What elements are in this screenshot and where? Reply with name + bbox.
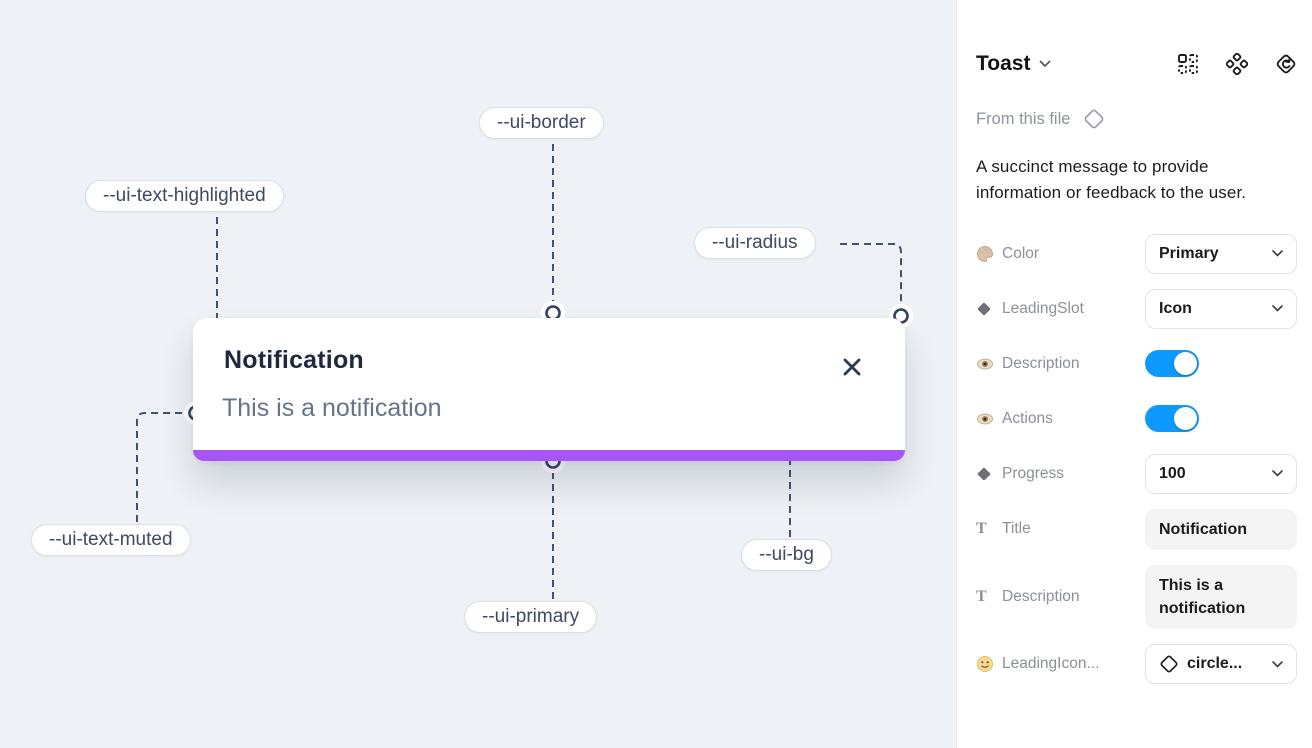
close-icon[interactable] (840, 355, 864, 379)
prop-row-description-text: T Description This is a notification (976, 564, 1297, 630)
prop-label: Title (1002, 520, 1031, 538)
prop-row-color: Color Primary (976, 233, 1297, 274)
property-list: Color Primary LeadingSlot Icon (976, 233, 1297, 685)
color-select-value: Primary (1159, 244, 1219, 262)
chevron-down-icon (1272, 470, 1283, 477)
toggle-knob (1174, 407, 1197, 431)
panel-header: Toast (976, 52, 1297, 76)
wire-ui-radius (840, 243, 902, 305)
toast-progress-bar (193, 450, 905, 461)
leading-icon-select[interactable]: circle... (1145, 644, 1297, 685)
text-icon: T (976, 520, 987, 538)
prop-row-leading-slot: LeadingSlot Icon (976, 288, 1297, 329)
progress-select[interactable]: 100 (1145, 453, 1297, 494)
prop-label: Color (1002, 244, 1040, 262)
prop-row-actions-toggle: Actions (976, 399, 1297, 439)
palette-icon (976, 245, 1002, 263)
diamond-outline-icon (1159, 654, 1179, 674)
component-name: Toast (976, 52, 1031, 75)
prop-row-progress: Progress 100 (976, 453, 1297, 494)
prop-row-leading-icon: LeadingIcon... circle... (976, 644, 1297, 685)
toggle-knob (1174, 352, 1197, 376)
header-actions (1177, 53, 1297, 75)
leading-slot-select[interactable]: Icon (1145, 288, 1297, 329)
prop-label: Description (1002, 354, 1080, 372)
chevron-down-icon (1272, 660, 1283, 668)
smiley-icon (976, 655, 1002, 673)
toast-component[interactable]: Notification This is a notification (193, 318, 905, 461)
annotation-label-ui-border: --ui-border (479, 107, 604, 139)
diamond-icon (976, 466, 1002, 482)
diamond-icon (976, 301, 1002, 317)
description-toggle[interactable] (1145, 350, 1199, 378)
eye-icon (976, 355, 1002, 373)
component-description: A succinct message to provide informatio… (976, 157, 1247, 203)
annotation-label-ui-text-muted: --ui-text-muted (31, 524, 191, 556)
color-select[interactable]: Primary (1145, 233, 1297, 274)
wire-ui-text-muted (136, 412, 185, 522)
annotation-label-ui-primary: --ui-primary (464, 601, 598, 633)
toast-title: Notification (224, 346, 364, 374)
eye-icon (976, 410, 1002, 428)
prop-row-title: T Title Notification (976, 508, 1297, 550)
component-icon[interactable] (1226, 53, 1248, 75)
detach-instance-icon[interactable] (1275, 53, 1297, 75)
text-icon: T (976, 588, 987, 606)
properties-panel: Toast (956, 0, 1312, 748)
title-field[interactable]: Notification (1145, 508, 1297, 550)
prop-label: Description (1002, 588, 1080, 606)
prop-row-description-toggle: Description (976, 344, 1297, 384)
chevron-down-icon (1272, 250, 1283, 257)
leading-slot-select-value: Icon (1159, 299, 1192, 317)
annotation-label-ui-bg: --ui-bg (741, 539, 832, 571)
progress-select-value: 100 (1159, 464, 1186, 482)
leading-icon-select-value: circle... (1187, 655, 1243, 673)
prop-label: Progress (1002, 464, 1065, 482)
source-label: From this file (976, 109, 1071, 128)
prop-label: Actions (1002, 409, 1053, 427)
prop-label: LeadingSlot (1002, 299, 1084, 317)
actions-toggle[interactable] (1145, 405, 1199, 433)
chevron-down-icon (1040, 60, 1051, 68)
prop-label: LeadingIcon... (1002, 655, 1100, 673)
description-field[interactable]: This is a notification (1145, 564, 1297, 630)
diamond-outline-icon (1085, 109, 1104, 129)
annotation-label-ui-radius: --ui-radius (694, 227, 816, 259)
design-canvas: Notification This is a notification --ui… (0, 0, 956, 748)
component-selector[interactable]: Toast (976, 52, 1051, 76)
component-properties-icon[interactable] (1177, 53, 1199, 75)
toast-description: This is a notification (222, 394, 442, 422)
component-source: From this file (976, 107, 1297, 131)
annotation-label-ui-text-highlighted: --ui-text-highlighted (85, 180, 284, 212)
chevron-down-icon (1272, 305, 1283, 312)
